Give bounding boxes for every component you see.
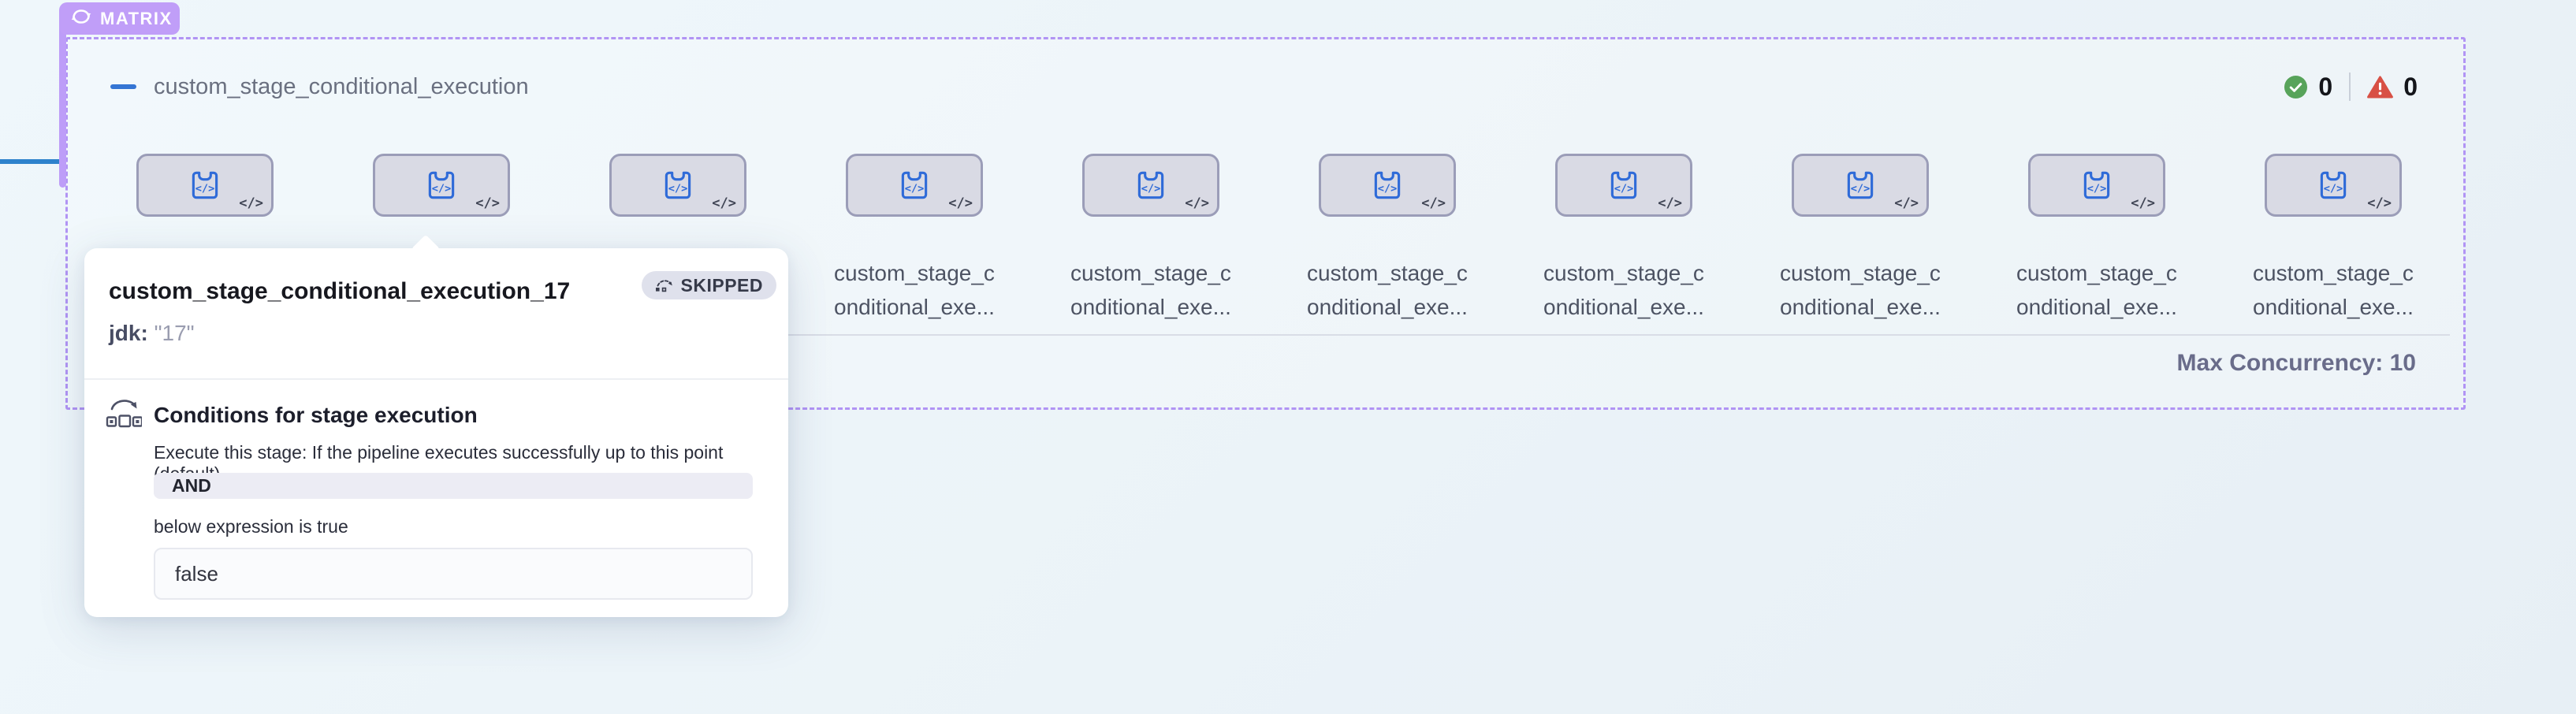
matrix-badge[interactable]: MATRIX xyxy=(59,2,180,35)
svg-text:</>: </> xyxy=(2087,182,2107,195)
param-key: jdk xyxy=(109,321,141,345)
skipped-icon xyxy=(655,278,674,292)
stage-card[interactable]: </> </> xyxy=(1319,154,1456,217)
svg-text:</>: </> xyxy=(1614,182,1634,195)
custom-stage-icon: </> xyxy=(423,167,460,203)
matrix-stage-container: custom_stage_conditional_execution 0 0 xyxy=(65,37,2466,410)
matrix-badge-label: MATRIX xyxy=(100,8,173,28)
custom-stage-icon: </> xyxy=(1606,167,1642,203)
loop-icon xyxy=(69,7,93,30)
failed-count: 0 xyxy=(2403,72,2418,101)
failed-icon xyxy=(2367,75,2394,99)
svg-text:</>: </> xyxy=(2324,182,2343,195)
matrix-accent-bar xyxy=(59,14,66,188)
stage-card[interactable]: </> </> xyxy=(1555,154,1692,217)
stage-card[interactable]: </> </> xyxy=(136,154,274,217)
pipeline-connector-line xyxy=(0,159,61,164)
matrix-row-divider xyxy=(85,334,2450,336)
svg-text:</>: </> xyxy=(195,182,215,195)
matrix-title: custom_stage_conditional_execution xyxy=(154,73,529,99)
code-glyph-icon: </> xyxy=(2367,195,2392,211)
code-glyph-icon: </> xyxy=(2131,195,2155,211)
matrix-header: custom_stage_conditional_execution xyxy=(110,72,529,102)
svg-text:</>: </> xyxy=(668,182,688,195)
stage-label: custom_stage_c onditional_exe... xyxy=(1543,261,1704,319)
stage-card[interactable]: </> </> xyxy=(1792,154,1929,217)
custom-stage-icon: </> xyxy=(1369,167,1405,203)
code-glyph-icon: </> xyxy=(1185,195,1209,211)
stage-card[interactable]: </> </> xyxy=(1082,154,1219,217)
custom-stage-icon: </> xyxy=(187,167,223,203)
expression-caption: below expression is true xyxy=(154,516,348,537)
operator-chip: AND xyxy=(154,473,753,499)
success-count: 0 xyxy=(2318,72,2333,101)
code-glyph-icon: </> xyxy=(1894,195,1919,211)
code-glyph-icon: </> xyxy=(1658,195,1682,211)
svg-text:</>: </> xyxy=(905,182,925,195)
stage-card[interactable]: </> </> xyxy=(2028,154,2165,217)
status-badge-label: SKIPPED xyxy=(680,274,763,296)
param-separator: : xyxy=(140,321,154,345)
stage-label: custom_stage_c onditional_exe... xyxy=(1070,261,1231,319)
svg-text:</>: </> xyxy=(432,182,452,195)
tooltip-divider xyxy=(84,378,788,380)
conditions-section-title: Conditions for stage execution xyxy=(154,403,478,427)
matrix-param-line: jdk: "17" xyxy=(109,321,195,346)
svg-text:</>: </> xyxy=(1141,182,1161,195)
stage-label: custom_stage_c onditional_exe... xyxy=(1780,261,1941,319)
stage-tooltip: custom_stage_conditional_execution_17 SK… xyxy=(84,234,788,617)
code-glyph-icon: </> xyxy=(475,195,500,211)
success-icon xyxy=(2284,75,2308,99)
custom-stage-icon: </> xyxy=(896,167,932,203)
stage-card[interactable]: </> </> xyxy=(2265,154,2402,217)
custom-stage-icon: </> xyxy=(2315,167,2351,203)
stage-label: custom_stage_c onditional_exe... xyxy=(834,261,995,319)
collapse-icon[interactable] xyxy=(110,84,136,89)
stage-label: custom_stage_c onditional_exe... xyxy=(2016,261,2177,319)
stage-label: custom_stage_c onditional_exe... xyxy=(1307,261,1468,319)
code-glyph-icon: </> xyxy=(1421,195,1446,211)
conditional-execution-icon xyxy=(106,396,142,430)
code-glyph-icon: </> xyxy=(712,195,736,211)
tooltip-stage-title: custom_stage_conditional_execution_17 xyxy=(109,278,571,304)
svg-text:</>: </> xyxy=(1851,182,1871,195)
status-badge: SKIPPED xyxy=(641,271,776,299)
code-glyph-icon: </> xyxy=(948,195,973,211)
stage-card[interactable]: </> </> xyxy=(846,154,983,217)
param-value: "17" xyxy=(154,321,195,345)
custom-stage-icon: </> xyxy=(660,167,696,203)
svg-text:</>: </> xyxy=(1378,182,1398,195)
code-glyph-icon: </> xyxy=(239,195,263,211)
stage-label: custom_stage_c onditional_exe... xyxy=(2253,261,2414,319)
custom-stage-icon: </> xyxy=(1842,167,1878,203)
max-concurrency-label: Max Concurrency: 10 xyxy=(2176,350,2416,376)
counter-divider xyxy=(2349,73,2351,101)
expression-value-box: false xyxy=(154,548,753,600)
stage-card[interactable]: </> </> xyxy=(373,154,510,217)
stage-card[interactable]: </> </> xyxy=(609,154,746,217)
status-counters: 0 0 xyxy=(2284,72,2418,102)
custom-stage-icon: </> xyxy=(2079,167,2115,203)
custom-stage-icon: </> xyxy=(1133,167,1169,203)
